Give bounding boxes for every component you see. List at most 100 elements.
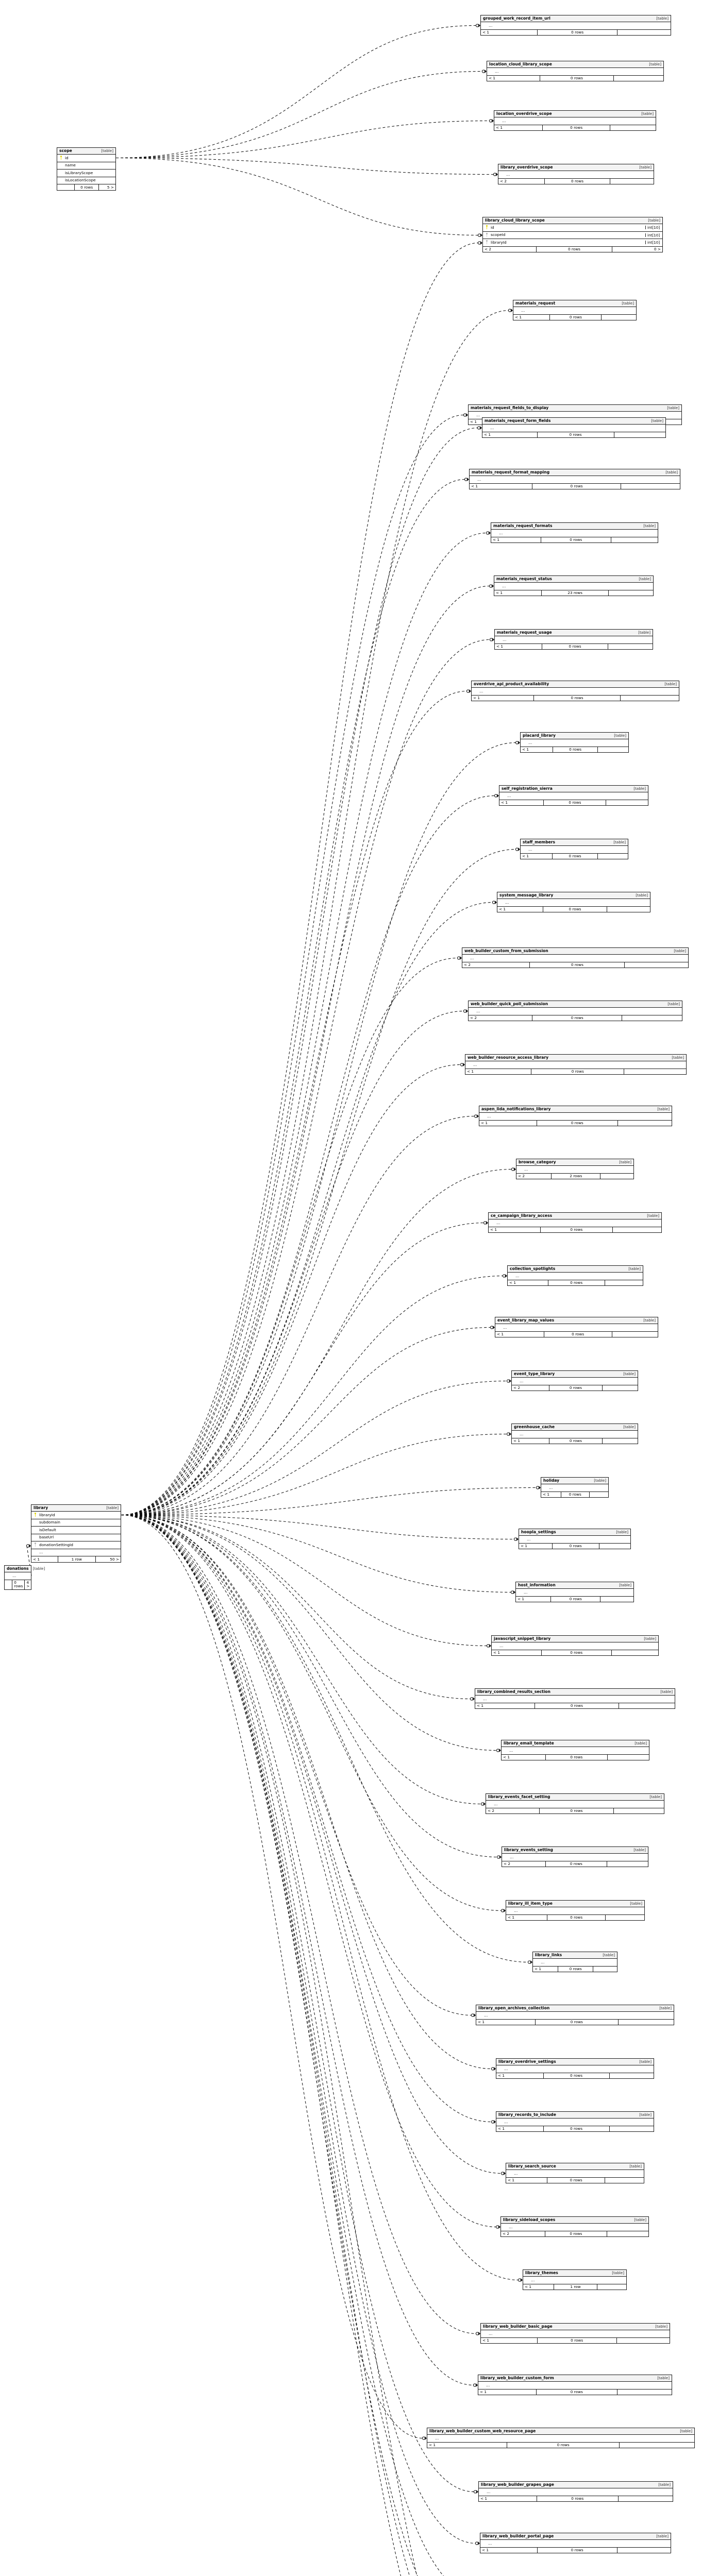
column-row[interactable]: subdomain <box>31 1519 121 1527</box>
column-row[interactable]: … <box>533 1959 617 1967</box>
column-row[interactable]: … <box>508 1273 643 1280</box>
column-row[interactable]: donationSettingId <box>31 1541 121 1549</box>
column-row[interactable]: … <box>506 2170 644 2178</box>
column-row[interactable]: … <box>494 117 656 125</box>
column-row[interactable]: … <box>482 425 665 432</box>
column-row[interactable]: … <box>513 307 636 315</box>
column-row[interactable]: … <box>487 68 663 76</box>
column-row[interactable]: … <box>495 1324 658 1332</box>
column-row[interactable]: … <box>494 583 653 590</box>
column-row[interactable]: isLocationScope <box>57 177 115 185</box>
column-row[interactable]: … <box>475 1696 675 1703</box>
column-row[interactable]: … <box>31 1549 121 1557</box>
table-box-library_web_builder_custom_form[interactable]: library_web_builder_custom_form[table]…<… <box>478 2375 672 2396</box>
table-box-web_builder_quick_poll_submission[interactable]: web_builder_quick_poll_submission[table]… <box>468 1001 682 1022</box>
column-row[interactable]: … <box>479 1113 672 1121</box>
column-row[interactable]: baseUrl <box>31 1534 121 1542</box>
column-row[interactable]: … <box>427 2435 694 2443</box>
column-row[interactable]: isDefault <box>31 1527 121 1534</box>
column-row[interactable]: … <box>486 1801 664 1808</box>
column-row[interactable]: … <box>470 476 680 484</box>
column-row[interactable]: … <box>489 1219 661 1227</box>
column-row[interactable]: … <box>499 792 648 800</box>
column-row[interactable]: … <box>521 846 628 854</box>
table-box-library_web_builder_basic_page[interactable]: library_web_builder_basic_page[table]…< … <box>480 2323 670 2344</box>
column-row[interactable]: … <box>496 2119 654 2126</box>
column-row[interactable]: … <box>506 1907 644 1915</box>
column-row[interactable]: … <box>491 530 658 537</box>
column-row[interactable]: … <box>481 2330 670 2338</box>
column-row[interactable]: … <box>512 1378 638 1385</box>
table-box-web_builder_resource_access_library[interactable]: web_builder_resource_access_library[tabl… <box>465 1054 687 1075</box>
table-box-library_web_builder_portal_page[interactable]: library_web_builder_portal_page[table]…<… <box>480 2533 671 2554</box>
column-row[interactable]: … <box>465 1061 686 1069</box>
table-box-materials_request_form_fields[interactable]: materials_request_form_fields[table]…< 1… <box>482 417 666 438</box>
column-row[interactable]: … <box>462 955 688 962</box>
column-row[interactable]: … <box>541 1484 608 1492</box>
table-box-library_web_builder_custom_web_resource_page[interactable]: library_web_builder_custom_web_resource_… <box>427 2428 695 2449</box>
column-row[interactable]: … <box>502 1854 648 1861</box>
column-row[interactable]: id <box>57 155 115 162</box>
column-row[interactable]: … <box>497 899 650 907</box>
column-row[interactable]: … <box>502 1747 649 1755</box>
column-row[interactable]: … <box>496 2065 654 2073</box>
column-row[interactable]: … <box>521 739 628 747</box>
table-box-library_web_builder_grapes_page[interactable]: library_web_builder_grapes_page[table]…<… <box>478 2481 673 2502</box>
column-row[interactable]: … <box>481 22 671 30</box>
column-row[interactable]: … <box>476 2012 674 2020</box>
column-row[interactable]: libraryId <box>31 1512 121 1519</box>
table-box-library_combined_results_section[interactable]: library_combined_results_section[table]…… <box>475 1688 675 1709</box>
column-row[interactable]: … <box>498 171 654 179</box>
column-row[interactable]: … <box>5 1572 31 1580</box>
table-box-materials_request_format_mapping[interactable]: materials_request_format_mapping[table]…… <box>469 469 680 490</box>
table-box-overdrive_api_product_availability[interactable]: overdrive_api_product_availability[table… <box>471 681 679 702</box>
column-row[interactable]: … <box>472 688 679 696</box>
column-row[interactable]: … <box>523 2277 626 2284</box>
column-row[interactable]: … <box>495 636 653 644</box>
table-box-web_builder_custom_from_submission[interactable]: web_builder_custom_from_submission[table… <box>462 947 689 969</box>
column-row[interactable]: … <box>516 1589 633 1597</box>
column-row[interactable]: isLibraryScope <box>57 170 115 177</box>
column-row[interactable]: … <box>469 1008 682 1015</box>
column-row[interactable]: … <box>479 2488 673 2496</box>
table-box-aspen_lida_notifications_library[interactable]: aspen_lida_notifications_library[table]…… <box>479 1106 672 1127</box>
column-row[interactable]: … <box>519 1536 630 1544</box>
table-box-library_open_archives_collection[interactable]: library_open_archives_collection[table]…… <box>476 2005 674 2026</box>
column-row[interactable]: name <box>57 162 115 170</box>
